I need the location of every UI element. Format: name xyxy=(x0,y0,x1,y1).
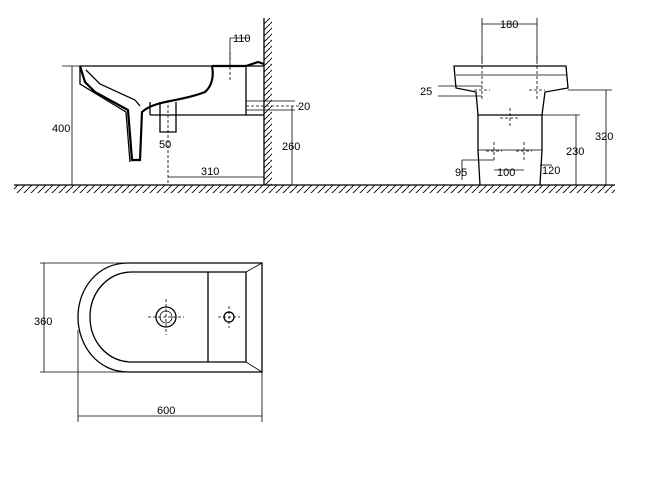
dim-25: 25 xyxy=(420,85,482,98)
floor xyxy=(14,184,615,193)
dim-100: 100 xyxy=(494,167,524,179)
dim-600-label: 600 xyxy=(157,405,175,417)
dim-360-label: 360 xyxy=(34,316,52,328)
dim-180-label: 180 xyxy=(500,19,518,31)
dim-20-label: 20 xyxy=(298,101,310,113)
dim-20: 20 xyxy=(246,100,310,113)
dim-400-label: 400 xyxy=(52,123,70,135)
dim-360: 360 xyxy=(34,262,128,373)
wall xyxy=(263,18,272,185)
dim-260-label: 260 xyxy=(282,141,300,153)
top-view: 360 600 xyxy=(34,262,263,422)
front-view: 180 25 320 230 95 100 xyxy=(420,18,613,186)
dim-320: 320 xyxy=(568,89,613,185)
dim-50: 50 xyxy=(159,139,171,151)
dim-120: 120 xyxy=(540,164,560,177)
dim-400: 400 xyxy=(52,65,80,185)
dim-100-label: 100 xyxy=(497,167,515,179)
dim-180: 180 xyxy=(481,18,538,62)
dim-110: 110 xyxy=(229,33,251,62)
dim-230-label: 230 xyxy=(566,146,584,158)
dim-50-label: 50 xyxy=(159,139,171,151)
dim-95: 95 xyxy=(455,159,494,180)
dim-25-label: 25 xyxy=(420,86,432,98)
dim-310: 310 xyxy=(168,166,264,178)
dim-600: 600 xyxy=(77,330,263,422)
dim-310-label: 310 xyxy=(201,166,219,178)
dim-120-label: 120 xyxy=(542,165,560,177)
side-view: 110 20 400 50 260 310 xyxy=(52,18,310,185)
dim-260: 260 xyxy=(282,106,300,185)
dim-230: 230 xyxy=(542,114,584,185)
bidet-side-profile xyxy=(78,52,300,185)
dim-95-label: 95 xyxy=(455,167,467,179)
dim-110-label: 110 xyxy=(233,33,251,45)
bidet-top-outline xyxy=(77,262,263,373)
dim-320-label: 320 xyxy=(595,131,613,143)
